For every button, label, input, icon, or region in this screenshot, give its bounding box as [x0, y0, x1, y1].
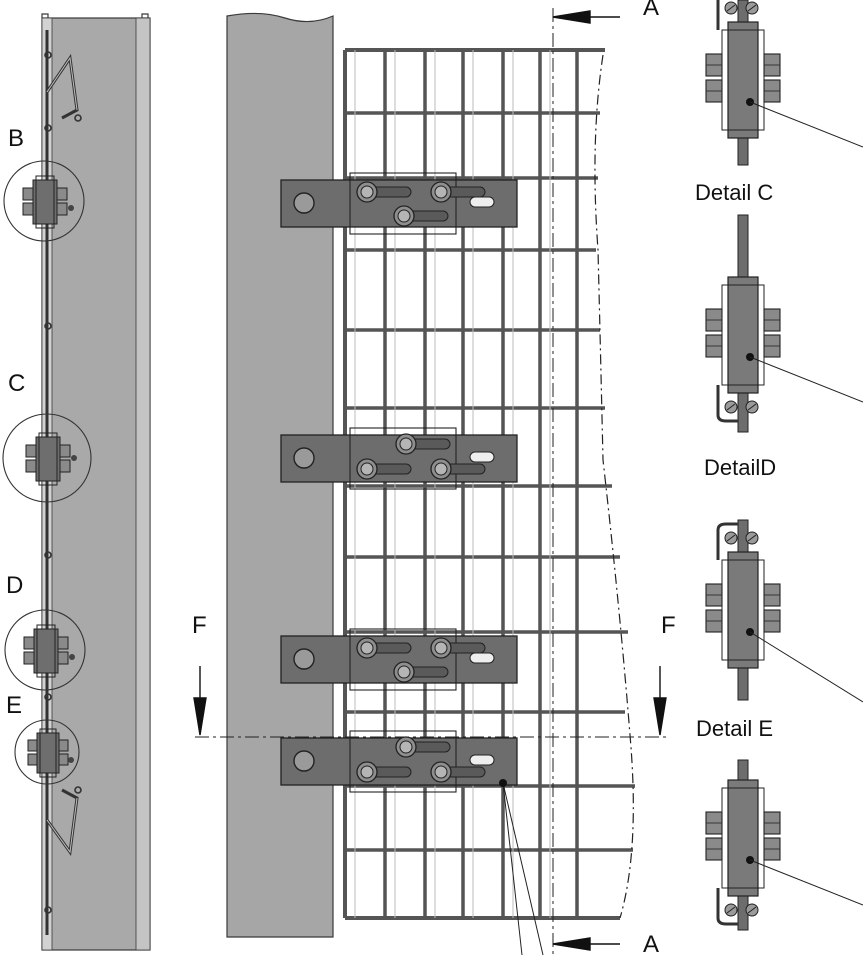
detail-view-4 — [705, 759, 863, 931]
clamp-brackets — [280, 172, 518, 793]
detail-hook — [716, 385, 738, 423]
detail-circle-e — [14, 719, 80, 785]
side-view-post — [41, 17, 151, 951]
detail-d-title: DetailD — [704, 455, 777, 480]
detail-leader-line — [749, 631, 863, 703]
detail-e-title: Detail E — [696, 716, 774, 741]
detail-view-1 — [705, 0, 863, 166]
section-f-right-label: F — [661, 612, 676, 639]
section-a-bottom-arrow — [552, 937, 620, 951]
section-f-left-label: F — [192, 612, 207, 639]
detail-hook — [716, 522, 738, 560]
section-f-left-arrow — [193, 666, 207, 736]
detail-c-marker: C — [8, 370, 26, 397]
detail-clamp-body — [727, 551, 759, 669]
detail-leader-line — [749, 356, 863, 403]
leader-line — [502, 782, 544, 956]
detail-c-title: Detail C — [695, 180, 774, 205]
detail-circle-d — [4, 609, 86, 691]
detail-d-marker: D — [6, 572, 24, 599]
front-view — [193, 8, 670, 956]
detail-circle-b — [3, 160, 85, 242]
detail-view-3 — [705, 519, 863, 703]
slot — [469, 652, 495, 664]
side-view — [2, 13, 151, 951]
clamp-bracket-2 — [280, 427, 518, 490]
detail-view-2 — [705, 214, 863, 433]
anchor-bolt — [293, 750, 315, 772]
section-a-top-arrow — [552, 10, 620, 24]
section-f-right-arrow — [653, 666, 667, 736]
detail-e-marker: E — [6, 692, 23, 719]
anchor-bolt — [293, 447, 315, 469]
detail-clamp-body — [727, 779, 759, 897]
detail-leader-line — [749, 101, 863, 148]
clamp-bracket-4 — [280, 730, 518, 793]
anchor-bolt — [293, 648, 315, 670]
front-view-post — [226, 12, 334, 938]
clamp-bracket-3 — [280, 628, 518, 691]
anchor-bolt — [293, 192, 315, 214]
detail-views — [705, 0, 863, 931]
section-a-bottom-label: A — [643, 931, 660, 958]
slot — [469, 451, 495, 463]
clamp-bracket-1 — [280, 172, 518, 235]
detail-b-marker: B — [8, 125, 25, 152]
detail-circle-c — [2, 413, 92, 503]
section-a-top-label: A — [643, 0, 660, 21]
slot — [469, 754, 495, 766]
detail-clamp-body — [727, 276, 759, 394]
detail-clamp-body — [727, 21, 759, 139]
detail-leader-line — [749, 859, 863, 906]
slot — [469, 196, 495, 208]
detail-hook — [716, 888, 738, 926]
